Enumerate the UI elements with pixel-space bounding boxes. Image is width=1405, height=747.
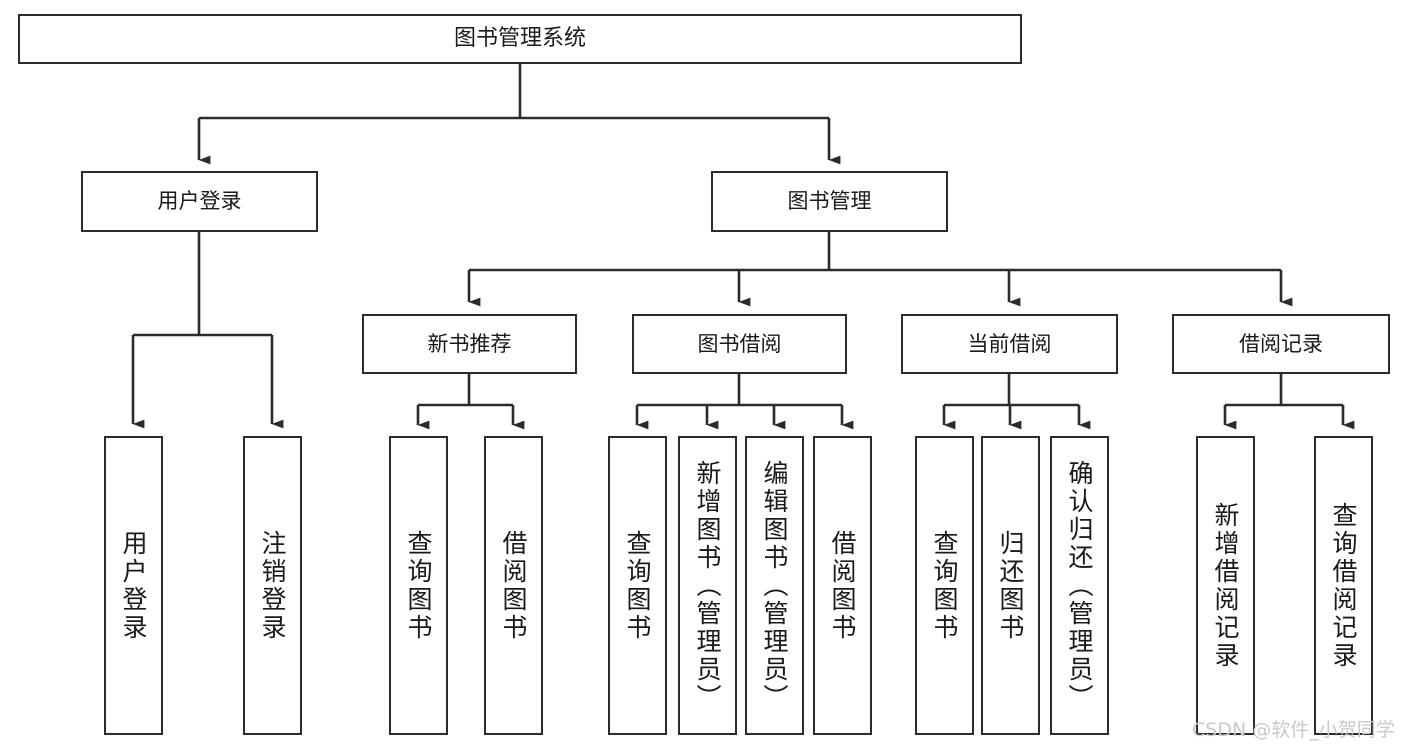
node-leaf-edit-book-label: 编辑图书（管理员） (760, 459, 789, 712)
node-leaf-query-book-3-label: 查询图书 (930, 529, 959, 642)
node-user-login-label: 用户登录 (157, 189, 242, 214)
node-leaf-borrow-book-1-label: 借阅图书 (499, 529, 528, 642)
node-leaf-return-book-label: 归还图书 (996, 529, 1025, 642)
node-leaf-query-book-3[interactable]: 查询图书 (915, 436, 974, 735)
node-new-book-rec[interactable]: 新书推荐 (362, 314, 577, 374)
node-leaf-query-book-2-label: 查询图书 (623, 529, 652, 642)
node-leaf-add-record-label: 新增借阅记录 (1211, 501, 1240, 670)
node-leaf-return-book[interactable]: 归还图书 (981, 436, 1040, 735)
node-current-borrow-label: 当前借阅 (967, 331, 1052, 356)
node-root[interactable]: 图书管理系统 (18, 14, 1022, 64)
node-leaf-add-record[interactable]: 新增借阅记录 (1196, 436, 1255, 735)
node-leaf-edit-book[interactable]: 编辑图书（管理员） (745, 436, 804, 735)
node-leaf-borrow-book-2[interactable]: 借阅图书 (813, 436, 872, 735)
node-leaf-add-book[interactable]: 新增图书（管理员） (678, 436, 737, 735)
node-new-book-rec-label: 新书推荐 (427, 331, 512, 356)
node-leaf-query-book-1-label: 查询图书 (404, 529, 433, 642)
node-current-borrow[interactable]: 当前借阅 (901, 314, 1118, 374)
node-borrow-record[interactable]: 借阅记录 (1172, 314, 1390, 374)
node-leaf-query-record[interactable]: 查询借阅记录 (1314, 436, 1373, 735)
node-leaf-user-login[interactable]: 用户登录 (104, 436, 163, 735)
node-book-manage[interactable]: 图书管理 (711, 171, 948, 232)
node-leaf-borrow-book-2-label: 借阅图书 (828, 529, 857, 642)
node-leaf-confirm-return-label: 确认归还（管理员） (1065, 459, 1094, 712)
node-book-borrow-label: 图书借阅 (697, 331, 782, 356)
node-leaf-user-logout-label: 注销登录 (258, 529, 287, 642)
node-leaf-borrow-book-1[interactable]: 借阅图书 (484, 436, 543, 735)
node-leaf-user-login-label: 用户登录 (119, 529, 148, 642)
node-leaf-query-book-1[interactable]: 查询图书 (389, 436, 448, 735)
node-user-login[interactable]: 用户登录 (81, 171, 318, 232)
node-leaf-query-record-label: 查询借阅记录 (1329, 501, 1358, 670)
node-leaf-query-book-2[interactable]: 查询图书 (608, 436, 667, 735)
node-borrow-record-label: 借阅记录 (1239, 331, 1323, 356)
node-book-manage-label: 图书管理 (787, 189, 872, 214)
node-book-borrow[interactable]: 图书借阅 (632, 314, 847, 374)
node-leaf-confirm-return[interactable]: 确认归还（管理员） (1050, 436, 1109, 735)
csdn-watermark: CSDN @软件_小贺同学 (1192, 719, 1395, 741)
node-leaf-user-logout[interactable]: 注销登录 (243, 436, 302, 735)
node-leaf-add-book-label: 新增图书（管理员） (693, 459, 722, 712)
node-root-label: 图书管理系统 (453, 26, 586, 52)
